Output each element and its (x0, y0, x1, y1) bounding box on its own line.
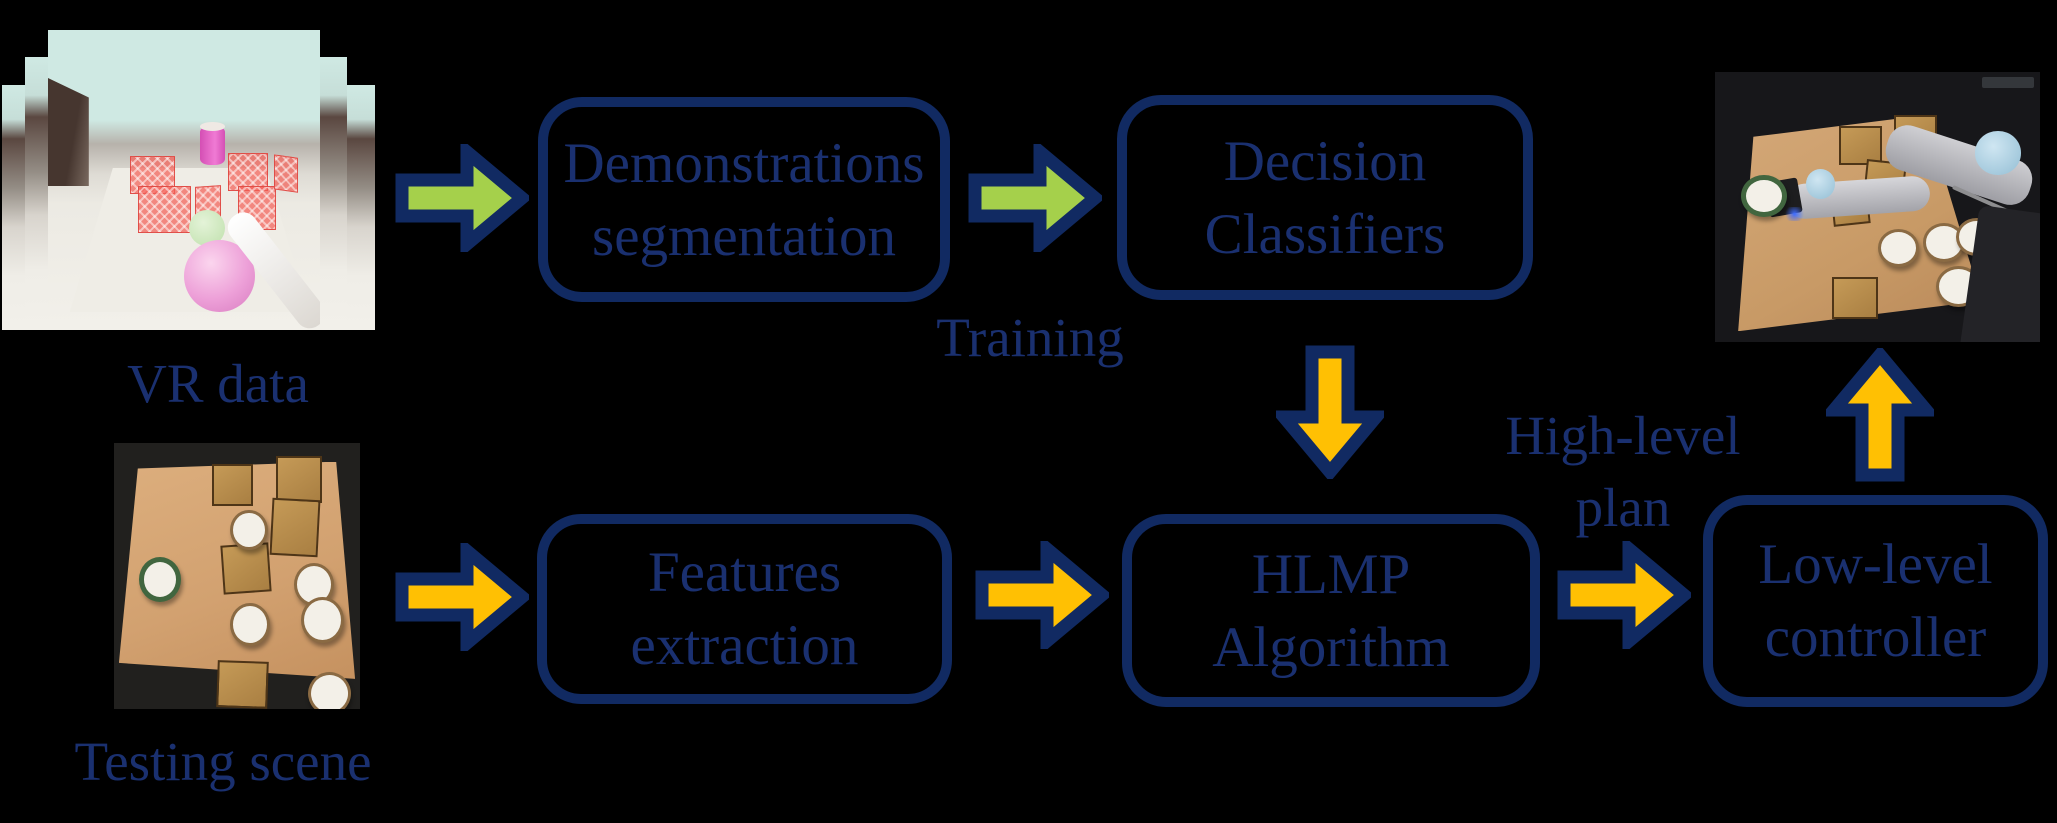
gripper-led (1783, 207, 1806, 221)
vr-magenta-cylinder (200, 122, 226, 165)
wooden-cube (216, 660, 269, 709)
wooden-cube (269, 497, 322, 558)
node-label-line: extraction (630, 614, 859, 677)
node-label-line: Features (647, 541, 842, 604)
screen-status-bar (1981, 77, 2034, 89)
arrow-right-yellow-icon (1557, 541, 1691, 649)
node-features-extraction: Features extraction (537, 514, 952, 704)
node-label-line: Decision (1223, 129, 1427, 193)
wooden-cube (276, 456, 323, 503)
arrow-right-yellow-icon (975, 541, 1109, 649)
wooden-cube (1838, 126, 1882, 166)
can (229, 509, 268, 551)
testing-scene-photo (114, 443, 360, 709)
robot-shoulder-joint (1975, 131, 2021, 175)
vr-screenshot-front (48, 30, 320, 330)
vr-red-box (227, 153, 268, 191)
wooden-cube (220, 542, 273, 595)
node-label-line: Low-level (1758, 533, 1993, 596)
robot-wrist-joint (1806, 169, 1836, 199)
node-label-line: HLMP (1251, 542, 1411, 606)
testing-scene-label: Testing scene (74, 731, 372, 792)
high-level-plan-label: High-level plan (1473, 400, 1773, 544)
vr-wall (48, 78, 89, 186)
vr-data-label: VR data (127, 353, 309, 414)
node-demonstrations-segmentation: Demonstrations segmentation (538, 97, 950, 302)
high-level-plan-line1: High-level (1505, 405, 1741, 466)
node-decision-classifiers: Decision Classifiers (1117, 95, 1533, 300)
arrow-right-yellow-icon (395, 543, 529, 651)
green-can (1741, 174, 1787, 217)
node-low-level-controller: Low-level controller (1703, 495, 2048, 707)
node-label-line: Demonstrations (563, 131, 925, 195)
arrow-right-green-icon (395, 144, 529, 252)
node-label-line: controller (1764, 606, 1987, 669)
wooden-cube (1832, 277, 1879, 319)
arrow-up-yellow-icon (1826, 348, 1934, 482)
training-label: Training (936, 307, 1124, 368)
robot-execution-photo (1715, 72, 2040, 342)
node-label-line: Classifiers (1204, 202, 1446, 266)
arrow-right-green-icon (968, 144, 1102, 252)
can (1877, 228, 1920, 267)
wooden-cube (212, 464, 254, 506)
node-hlmp-algorithm: HLMP Algorithm (1122, 514, 1540, 707)
green-can (138, 557, 181, 602)
high-level-plan-line2: plan (1575, 477, 1671, 538)
arrow-down-yellow-icon (1276, 345, 1384, 479)
can (229, 602, 271, 646)
vr-red-box (273, 154, 298, 193)
node-label-line: segmentation (592, 204, 896, 268)
can (300, 597, 344, 644)
vr-red-box (137, 186, 192, 233)
node-label-line: Algorithm (1212, 615, 1450, 679)
